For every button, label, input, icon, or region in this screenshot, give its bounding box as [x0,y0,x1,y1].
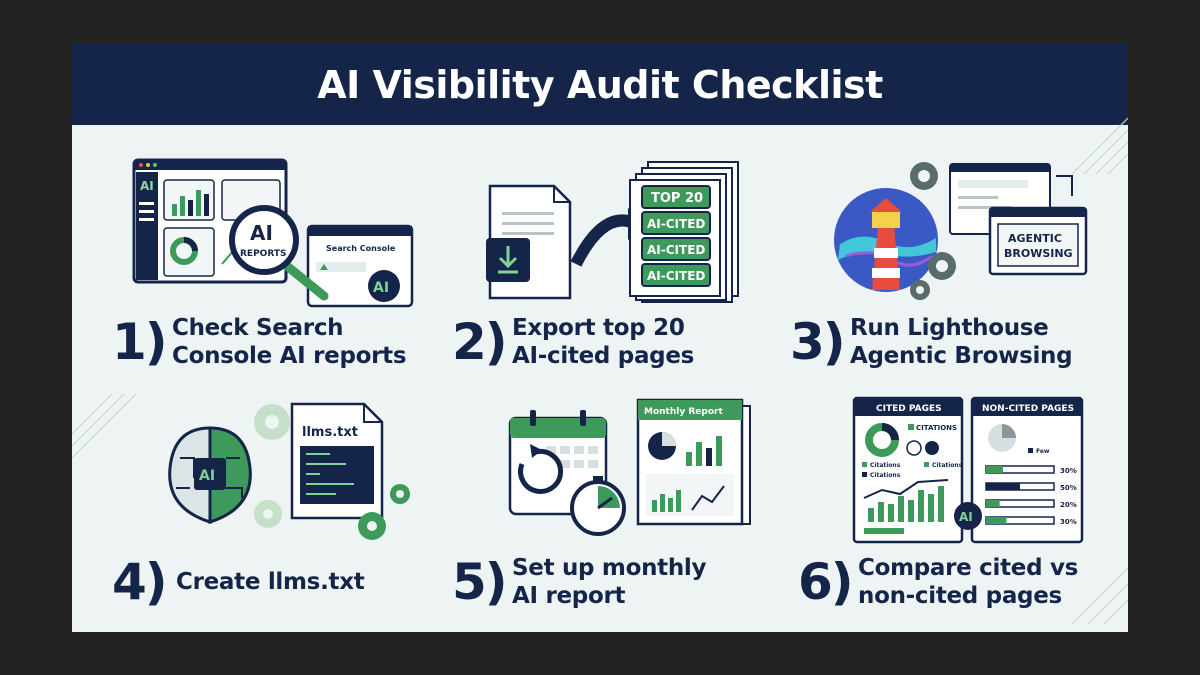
ai-chip-label: AI [373,280,389,296]
step2-illustration: TOP 20 AI-CITED AI-CITED AI-CITED [486,161,739,303]
monthly-report-title: Monthly Report [644,407,723,417]
percentage-bar-fill [986,517,1007,524]
browsing-label: BROWSING [1004,247,1073,260]
few-label: Few [1036,448,1050,455]
percentage-bar-fill [986,466,1003,473]
badge-top-20: TOP 20 [651,191,703,206]
citations-label: CITATIONS [916,424,957,432]
step-5-number: 5) [452,553,508,611]
step-4: 4) Create llms.txt [112,552,442,612]
lens-ai-text: AI [250,221,273,245]
step-4-number: 4) [112,553,168,611]
percentage-label: 30% [1060,467,1077,475]
llms-file-name: llms.txt [302,425,358,440]
page-title: AI Visibility Audit Checklist [317,62,883,107]
percentage-label: 30% [1060,518,1077,526]
step-2-number: 2) [452,313,508,371]
citations-small-2: Citations [870,472,901,479]
percentage-bar-fill [986,483,1020,490]
step6-illustration: CITED PAGES CITATIONS Citations Citation… [852,396,1084,544]
checklist-card: AI Visibility Audit Checklist AI Search … [72,44,1128,632]
citations-small-3: Citations [932,462,963,469]
badge-ai-cited-2: AI-CITED [647,243,705,257]
badge-ai-cited-3: AI-CITED [647,269,705,283]
title-banner: AI Visibility Audit Checklist [72,44,1128,125]
badge-ai-cited-1: AI-CITED [647,217,705,231]
agentic-label: AGENTIC [1008,232,1062,245]
step-6-number: 6) [798,553,854,611]
search-console-title: Search Console [326,244,396,253]
percentage-label: 20% [1060,501,1077,509]
step4-illustration: AI llms.txt [168,402,410,540]
decorative-lines [72,117,1128,625]
percentage-bars: 30% 50% 20% 30% [985,465,1077,526]
cited-pages-header: CITED PAGES [876,404,942,414]
compare-ai-chip: AI [959,510,973,524]
brain-ai-label: AI [199,468,215,484]
step-1-number: 1) [112,313,168,371]
step-3-number: 3) [790,313,846,371]
sidebar-ai-label: AI [140,179,154,193]
step5-illustration: Monthly Report [508,398,751,536]
percentage-bar-fill [986,500,1000,507]
step-4-label: Create llms.txt [176,569,365,595]
step3-illustration: AGENTIC BROWSING [834,162,1088,300]
lens-reports-text: REPORTS [240,249,286,259]
step1-illustration: AI Search Console AI AI REPORTS [132,158,414,308]
citations-small-1: Citations [870,462,901,469]
percentage-label: 50% [1060,484,1077,492]
non-cited-pages-header: NON-CITED PAGES [982,404,1074,414]
